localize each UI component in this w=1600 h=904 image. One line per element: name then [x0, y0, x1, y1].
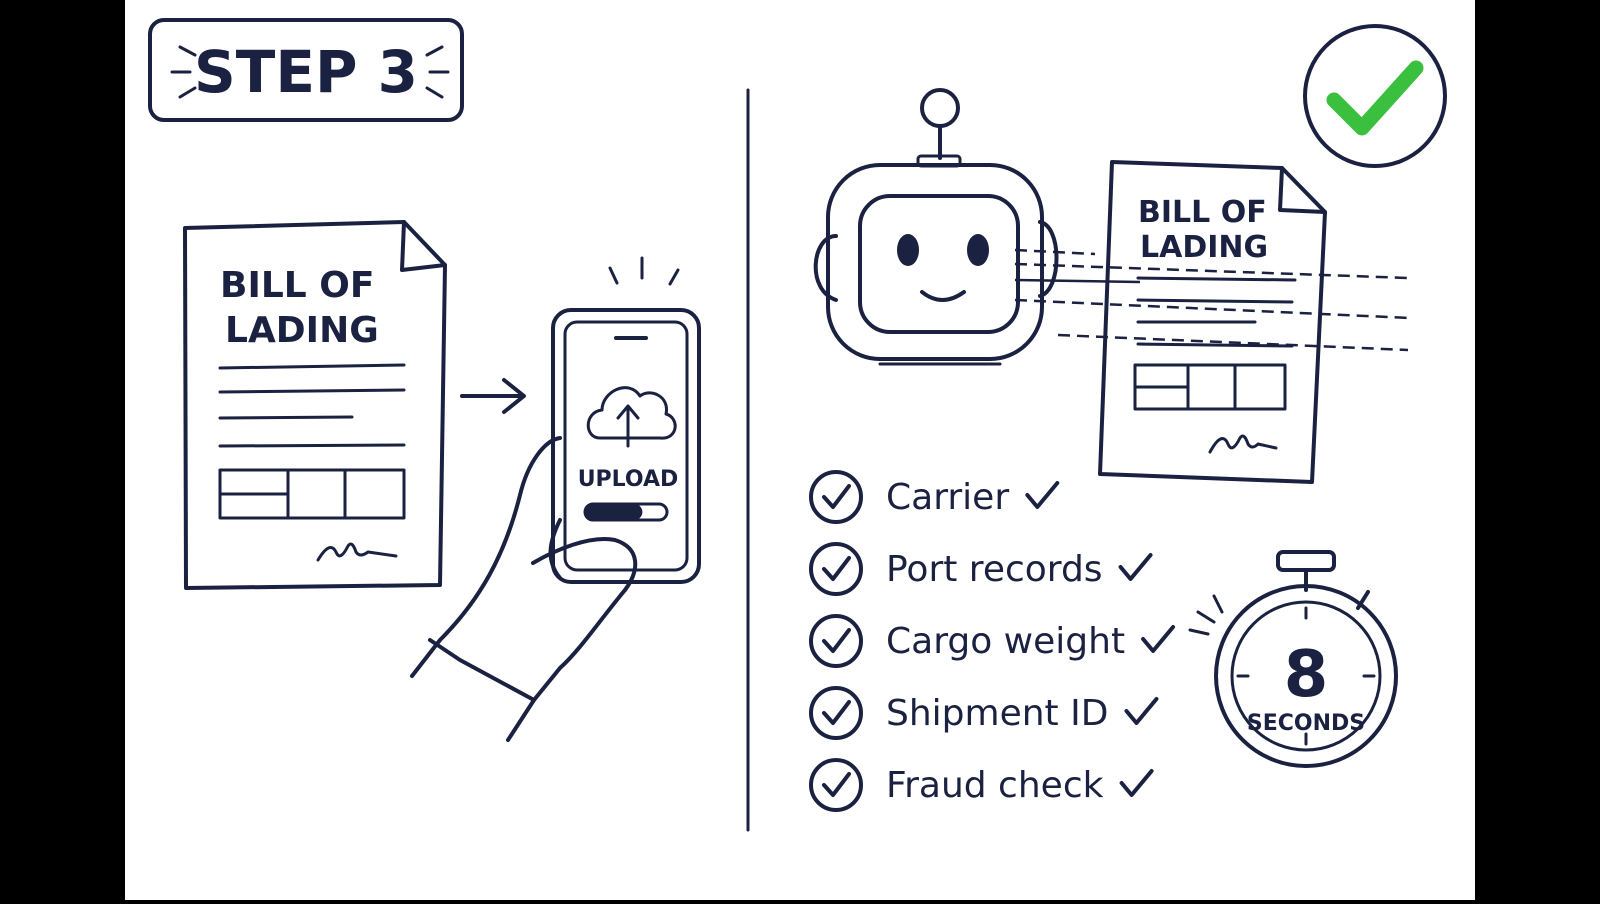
left-document-text-lines: [218, 363, 406, 448]
checklist-item: Carrier: [809, 470, 1060, 524]
cloud-upload-icon: [586, 386, 677, 440]
left-document-table: [218, 468, 406, 520]
robot: [813, 88, 1059, 366]
canvas: [125, 0, 1475, 900]
checklist-circle-tick: [822, 628, 851, 653]
stopwatch-inner-ring: [1230, 600, 1382, 752]
robot-eye-right: [967, 234, 989, 266]
stopwatch-outer-ring: [1214, 584, 1398, 768]
checklist-circle-check-icon: [809, 614, 863, 668]
robot-ear-right: [1038, 220, 1059, 298]
checklist-trailing-check-icon: [1119, 769, 1154, 797]
stopwatch-icon: 8 SECONDS: [1188, 550, 1398, 768]
left-bill-of-lading-document: BILL OF LADING: [183, 220, 447, 590]
right-document-outline: [1098, 160, 1327, 484]
arrow-right-icon: [460, 378, 526, 414]
checklist-trailing-check-icon: [1118, 553, 1153, 581]
checklist-item: Shipment ID: [809, 686, 1159, 740]
step-badge-frame: [148, 18, 464, 122]
step-badge-label: STEP 3: [194, 38, 418, 106]
right-document-title-line2: LADING: [1140, 230, 1268, 265]
checklist-circle-tick: [822, 484, 851, 509]
phone-sparkle-icon: [608, 256, 680, 286]
left-document-title-line1: BILL OF: [220, 265, 374, 306]
checklist-item: Port records: [809, 542, 1153, 596]
success-check-icon: [1303, 24, 1447, 168]
phone: UPLOAD: [551, 256, 701, 584]
success-check-circle: [1303, 24, 1447, 168]
upload-progress-fill: [585, 504, 643, 520]
scan-beam-solid: [1014, 278, 1141, 284]
robot-head: [826, 163, 1044, 361]
robot-smile: [920, 290, 966, 302]
left-document-signature-icon: [316, 542, 398, 562]
right-document-fold: [1278, 166, 1327, 214]
upload-arrow-head: [616, 404, 640, 420]
checklist-trailing-check-icon: [1025, 481, 1060, 509]
step-badge: STEP 3: [148, 18, 464, 122]
checklist-trailing-check-icon: [1141, 625, 1176, 653]
checklist-item-label: Port records: [886, 549, 1103, 590]
stopwatch-ticks: [1236, 606, 1376, 746]
checklist-circle-check-icon: [809, 686, 863, 740]
checklist-item-label: Carrier: [886, 477, 1009, 518]
checklist-circle-tick: [822, 700, 851, 725]
upload-label: UPLOAD: [578, 467, 679, 492]
checklist-circle-tick: [822, 556, 851, 581]
checklist-item-label: Fraud check: [886, 765, 1104, 806]
scan-beams: [1014, 248, 1411, 352]
right-bill-of-lading-document: BILL OF LADING: [1098, 160, 1327, 484]
phone-screen: [563, 320, 689, 572]
stopwatch-value: 8: [1284, 638, 1329, 712]
hand-icon: [410, 436, 638, 742]
right-document-text-lines: [1136, 276, 1297, 348]
robot-eye-left: [897, 234, 919, 266]
right-document-signature-icon: [1208, 434, 1278, 454]
checklist-item-label: Cargo weight: [886, 621, 1125, 662]
checklist-circle-check-icon: [809, 470, 863, 524]
checklist-item: Fraud check: [809, 758, 1154, 812]
checklist-trailing-check-icon: [1124, 697, 1159, 725]
right-document-table: [1133, 363, 1287, 411]
checklist-circle-check-icon: [809, 758, 863, 812]
stopwatch-unit: SECONDS: [1247, 711, 1365, 736]
sparkle-left-icon: [170, 45, 197, 99]
phone-body: [551, 308, 701, 584]
checklist-item-label: Shipment ID: [886, 693, 1108, 734]
checklist-circle-tick: [822, 772, 851, 797]
left-document-title-line2: LADING: [225, 310, 379, 351]
left-document-outline: [183, 220, 447, 590]
checklist-item: Cargo weight: [809, 614, 1176, 668]
right-document-title-line1: BILL OF: [1138, 195, 1267, 230]
stopwatch-motion-lines: [1188, 594, 1224, 636]
checklist-circle-check-icon: [809, 542, 863, 596]
left-document-fold: [400, 220, 447, 272]
sparkle-right-icon: [425, 45, 450, 99]
success-checkmark: [1326, 60, 1424, 136]
